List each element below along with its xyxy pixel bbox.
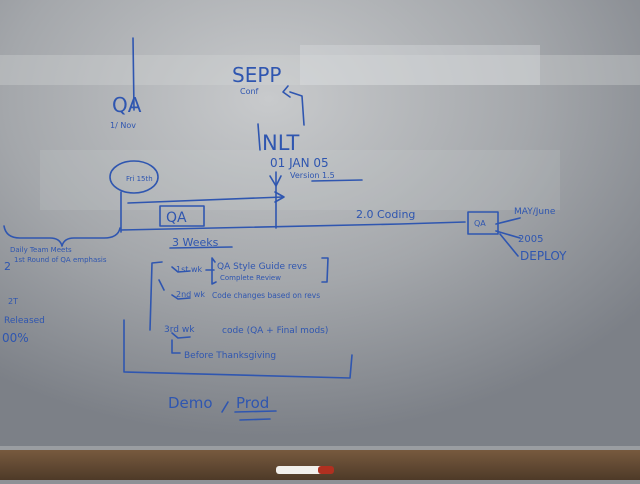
week-bracket	[149, 261, 163, 331]
sepp-arrow	[289, 91, 305, 126]
edge-fragment-4: 00%	[2, 331, 29, 345]
marker-tray	[0, 448, 640, 480]
nlt-label: NLT	[262, 131, 300, 155]
ceiling-light-reflection-2	[300, 45, 540, 85]
week2-task: Code changes based on revs	[212, 291, 320, 300]
week3-marker: 3rd wk	[164, 325, 195, 335]
week1-task: QA Style Guide revs	[217, 262, 307, 272]
week1-task-2: Complete Review	[220, 274, 281, 282]
deploy-label: DEPLOY	[520, 249, 567, 263]
bottom-label-prod: Prod	[236, 394, 269, 412]
timeline-main-line	[120, 221, 466, 231]
duration-label: 3 Weeks	[172, 236, 219, 249]
vertical-guide-line	[132, 37, 135, 111]
week3-note: Before Thanksgiving	[184, 351, 276, 361]
edge-fragment-2: 2T	[8, 297, 18, 306]
left-brace	[3, 225, 121, 247]
bottom-label-demo: Demo	[168, 394, 213, 412]
ceiling-light-reflection-3	[40, 150, 560, 210]
start-node-circle	[109, 160, 159, 194]
circle-note: Fri 15th	[126, 175, 153, 183]
tray-edge	[0, 446, 640, 450]
ink-strokes	[3, 37, 521, 421]
edge-fragment-3: Released	[4, 316, 45, 326]
bottom-bracket	[123, 319, 353, 379]
end-note-1: MAY/June	[514, 207, 556, 217]
sepp-label: SEPP	[232, 63, 281, 87]
brace-note-1: Daily Team Meets	[10, 246, 72, 254]
ceiling-light-reflection	[0, 55, 640, 85]
sepp-subnote: Conf	[240, 87, 259, 96]
qa-subnote: 1/ Nov	[110, 121, 136, 130]
edge-fragment-1: 2	[4, 260, 11, 273]
nlt-date: 01 JAN 05	[270, 156, 329, 170]
end-box-label: QA	[474, 219, 486, 228]
week3-task: code (QA + Final mods)	[222, 326, 328, 336]
end-year: 2005	[518, 234, 543, 245]
week1-marker: 1st wk	[176, 265, 202, 274]
qa-heading: QA	[112, 93, 142, 117]
coding-label: 2.0 Coding	[356, 208, 415, 221]
nlt-version: Version 1.5	[290, 171, 335, 180]
timeline-upper-arrow	[127, 196, 284, 204]
whiteboard-marker[interactable]	[276, 466, 334, 474]
qa-box-label: QA	[166, 210, 187, 226]
qa-box-outline	[159, 205, 205, 227]
week2-marker: 2nd wk	[176, 290, 205, 299]
brace-note-2: 1st Round of QA emphasis	[14, 256, 107, 264]
